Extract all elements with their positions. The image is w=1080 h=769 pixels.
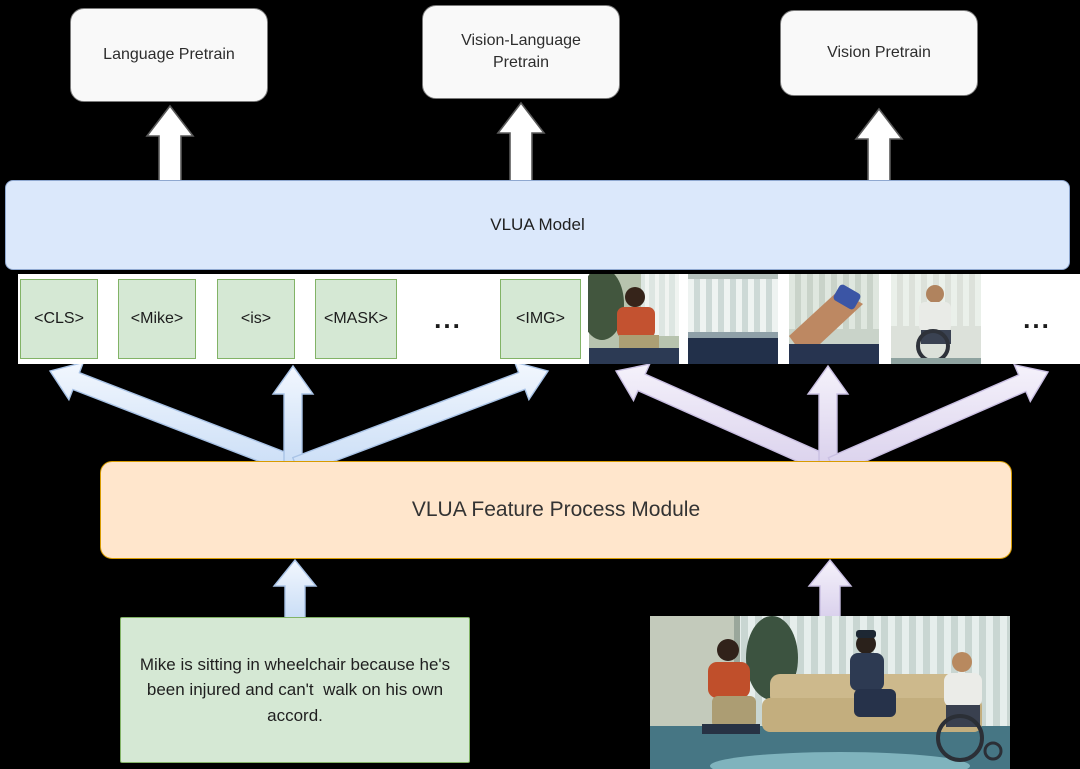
language-pretrain-label: Language Pretrain (103, 46, 235, 64)
fan-arrow-text-left (48, 361, 301, 476)
up-arrow-image-input (807, 558, 853, 620)
video-frame-2-image (688, 274, 778, 364)
video-frame-3 (789, 274, 879, 364)
text-input-box: Mike is sitting in wheelchair because he… (120, 617, 470, 763)
token-cls-label: <CLS> (34, 310, 84, 327)
video-frame-1-image (588, 274, 679, 364)
video-frame-4 (891, 274, 981, 364)
fan-arrow-vision-middle (806, 364, 850, 467)
fan-arrow-vision-right (827, 363, 1050, 476)
image-input (650, 616, 1010, 769)
up-arrow-vision-language-pretrain (496, 101, 546, 187)
fan-arrow-text-middle (271, 364, 315, 467)
vision-language-pretrain-label: Vision-Language Pretrain (461, 32, 581, 71)
video-frame-3-image (789, 274, 879, 364)
video-frame-4-image (891, 274, 981, 364)
language-pretrain-box: Language Pretrain (70, 8, 268, 102)
video-frame-2 (688, 274, 778, 364)
token-mike: <Mike> (118, 279, 196, 359)
token-mask: <MASK> (315, 279, 397, 359)
token-ellipsis-mid: ... (434, 303, 462, 334)
token-is-label: <is> (240, 310, 272, 327)
fan-arrow-vision-left (614, 363, 835, 476)
token-mask-label: <MASK> (323, 310, 389, 327)
fan-arrow-text-right (291, 361, 550, 476)
vlua-model-label: VLUA Model (490, 215, 585, 234)
up-arrow-language-pretrain (145, 104, 195, 187)
token-cls: <CLS> (20, 279, 98, 359)
video-frame-1 (588, 274, 680, 364)
up-arrow-text-input (272, 558, 318, 620)
vision-language-pretrain-box: Vision-Language Pretrain (422, 5, 620, 99)
vision-pretrain-label: Vision Pretrain (827, 44, 931, 62)
vision-pretrain-box: Vision Pretrain (780, 10, 978, 96)
feature-process-module-label: VLUA Feature Process Module (411, 498, 701, 521)
token-mike-label: <Mike> (130, 310, 184, 327)
token-ellipsis-right: ... (1023, 303, 1051, 334)
token-img-label: <IMG> (516, 310, 565, 327)
image-input-picture (650, 616, 1010, 769)
up-arrow-vision-pretrain (854, 107, 904, 187)
token-img: <IMG> (500, 279, 581, 359)
text-input-content: Mike is sitting in wheelchair because he… (139, 654, 455, 725)
feature-process-module-box: VLUA Feature Process Module (100, 461, 1012, 559)
token-is: <is> (217, 279, 295, 359)
vlua-model-box: VLUA Model (5, 180, 1070, 270)
